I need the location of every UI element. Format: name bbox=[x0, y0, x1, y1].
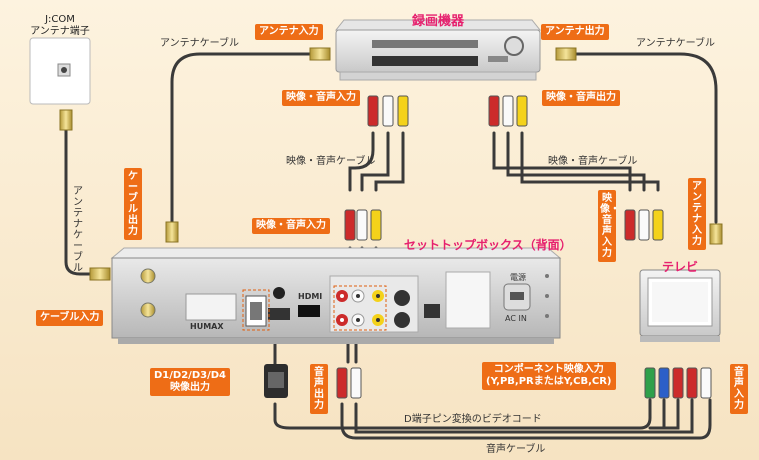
av-cable-right-label: 映像・音声ケーブル bbox=[548, 156, 638, 167]
wall-outlet bbox=[29, 37, 91, 105]
settop-box bbox=[110, 247, 562, 344]
recorder-device bbox=[334, 19, 542, 81]
antenna-cable-recorder-to-tv bbox=[573, 52, 718, 224]
antenna-cable-right-label: アンテナケーブル bbox=[636, 38, 715, 49]
tv-antenna-input-tag: アンテナ入力 bbox=[688, 178, 706, 250]
antenna-cable-left-label: アンテナケーブル bbox=[160, 38, 239, 49]
tv-device bbox=[639, 269, 721, 342]
d-output-line2: 映像出力 bbox=[170, 382, 210, 393]
audio-cable-label: 音声ケーブル bbox=[486, 444, 546, 455]
av-cable-recorder-to-stb bbox=[348, 131, 405, 192]
recorder-title: 録画機器 bbox=[412, 14, 465, 29]
audio-input-tag: 音声入力 bbox=[730, 364, 748, 414]
d-terminal-plug bbox=[264, 364, 288, 398]
antenna-cable-vertical-label: アンテナケーブル bbox=[73, 186, 83, 274]
av-cable-left-label: 映像・音声ケーブル bbox=[286, 156, 376, 167]
d-pin-cable bbox=[273, 398, 680, 430]
av-cable-recorder-to-tv bbox=[492, 131, 660, 192]
component-input-tag: コンポーネント映像入力 (Y,PB,PRまたはY,CB,CR) bbox=[482, 362, 616, 390]
antenna-cable-wall-to-stb bbox=[64, 126, 94, 276]
stb-ac-in-label: AC IN bbox=[505, 314, 527, 323]
d-output-line1: D1/D2/D3/D4 bbox=[154, 370, 226, 381]
wall-outlet-line1: J:COM bbox=[45, 14, 75, 25]
component-line1: コンポーネント映像入力 bbox=[493, 364, 604, 375]
f-connector-icon bbox=[59, 47, 723, 281]
recorder-av-input-tag: 映像・音声入力 bbox=[282, 90, 360, 106]
tv-title: テレビ bbox=[662, 260, 699, 274]
audio-cable bbox=[340, 398, 712, 440]
stb-av-input-tag: 映像・音声入力 bbox=[252, 218, 330, 234]
wall-outlet-line2: アンテナ端子 bbox=[30, 26, 90, 37]
tv-av-input-tag: 映像・音声入力 bbox=[598, 190, 620, 262]
settop-title: セットトップボックス（背面） bbox=[404, 238, 572, 252]
rca-plugs bbox=[336, 95, 712, 399]
antenna-cable-stb-to-recorder bbox=[170, 52, 317, 234]
stb-hdmi-label: HDMI bbox=[298, 292, 323, 301]
cable-input-tag: ケーブル入力 bbox=[36, 310, 104, 326]
audio-output-tag: 音声出力 bbox=[310, 364, 328, 414]
stb-brand: HUMAX bbox=[190, 322, 224, 331]
recorder-av-output-tag: 映像・音声出力 bbox=[542, 90, 620, 106]
antenna-output-tag: アンテナ出力 bbox=[541, 24, 609, 40]
component-line2: (Y,PB,PRまたはY,CB,CR) bbox=[486, 376, 612, 387]
antenna-input-tag: アンテナ入力 bbox=[255, 24, 323, 40]
d-pin-cable-label: D端子ピン変換のビデオコード bbox=[404, 414, 542, 425]
stb-power-label: 電源 bbox=[510, 273, 526, 282]
cable-output-tag: ケーブル出力 bbox=[124, 168, 142, 240]
wall-outlet-label: J:COM アンテナ端子 bbox=[30, 14, 90, 38]
d-output-tag: D1/D2/D3/D4 映像出力 bbox=[150, 368, 230, 396]
